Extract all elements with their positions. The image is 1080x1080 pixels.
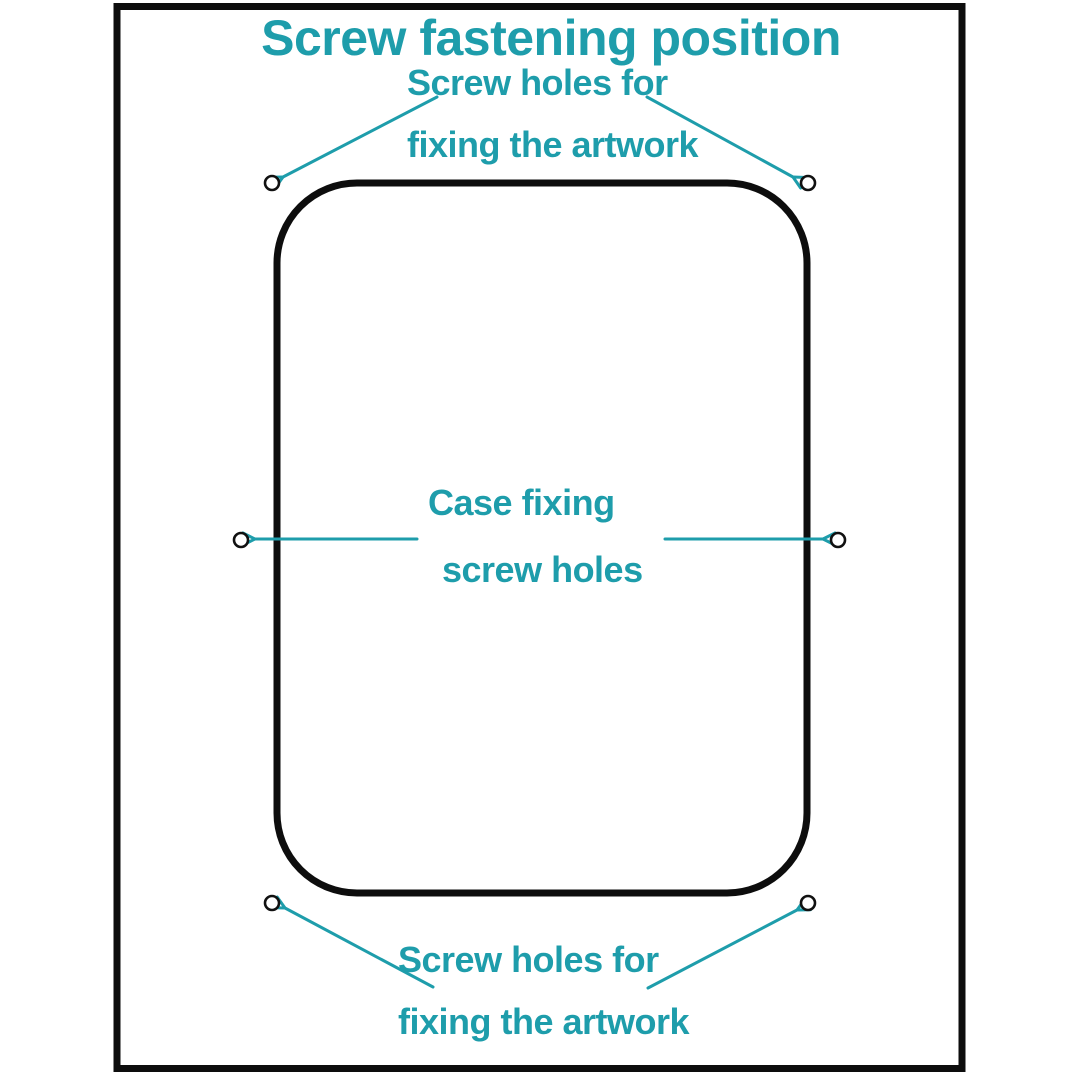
pointer-arrow-bottom-left xyxy=(270,895,435,989)
screw-hole-marker-bottom-left xyxy=(263,894,281,912)
label-case-fixing-holes-line2: screw holes xyxy=(442,549,643,590)
screw-hole-marker-middle-right xyxy=(829,531,847,549)
label-top-artwork-holes-line2: fixing the artwork xyxy=(407,124,699,165)
label-bottom-artwork-holes-line2: fixing the artwork xyxy=(398,1001,690,1042)
pointer-arrow-top-left xyxy=(268,95,439,190)
page-title: Screw fastening position xyxy=(261,10,841,66)
label-top-artwork-holes-line1: Screw holes for xyxy=(407,62,668,103)
screw-hole-marker-bottom-right xyxy=(799,894,817,912)
screw-hole-marker-top-right xyxy=(799,174,817,192)
outer-frame-border xyxy=(113,3,966,1072)
label-bottom-artwork-holes-line1: Screw holes for xyxy=(398,939,659,980)
label-case-fixing-holes-line1: Case fixing xyxy=(428,482,615,523)
pointer-arrow-bottom-right xyxy=(646,897,812,990)
pointer-arrow-top-right xyxy=(645,95,808,190)
screw-hole-marker-top-left xyxy=(263,174,281,192)
screw-hole-marker-middle-left xyxy=(232,531,250,549)
